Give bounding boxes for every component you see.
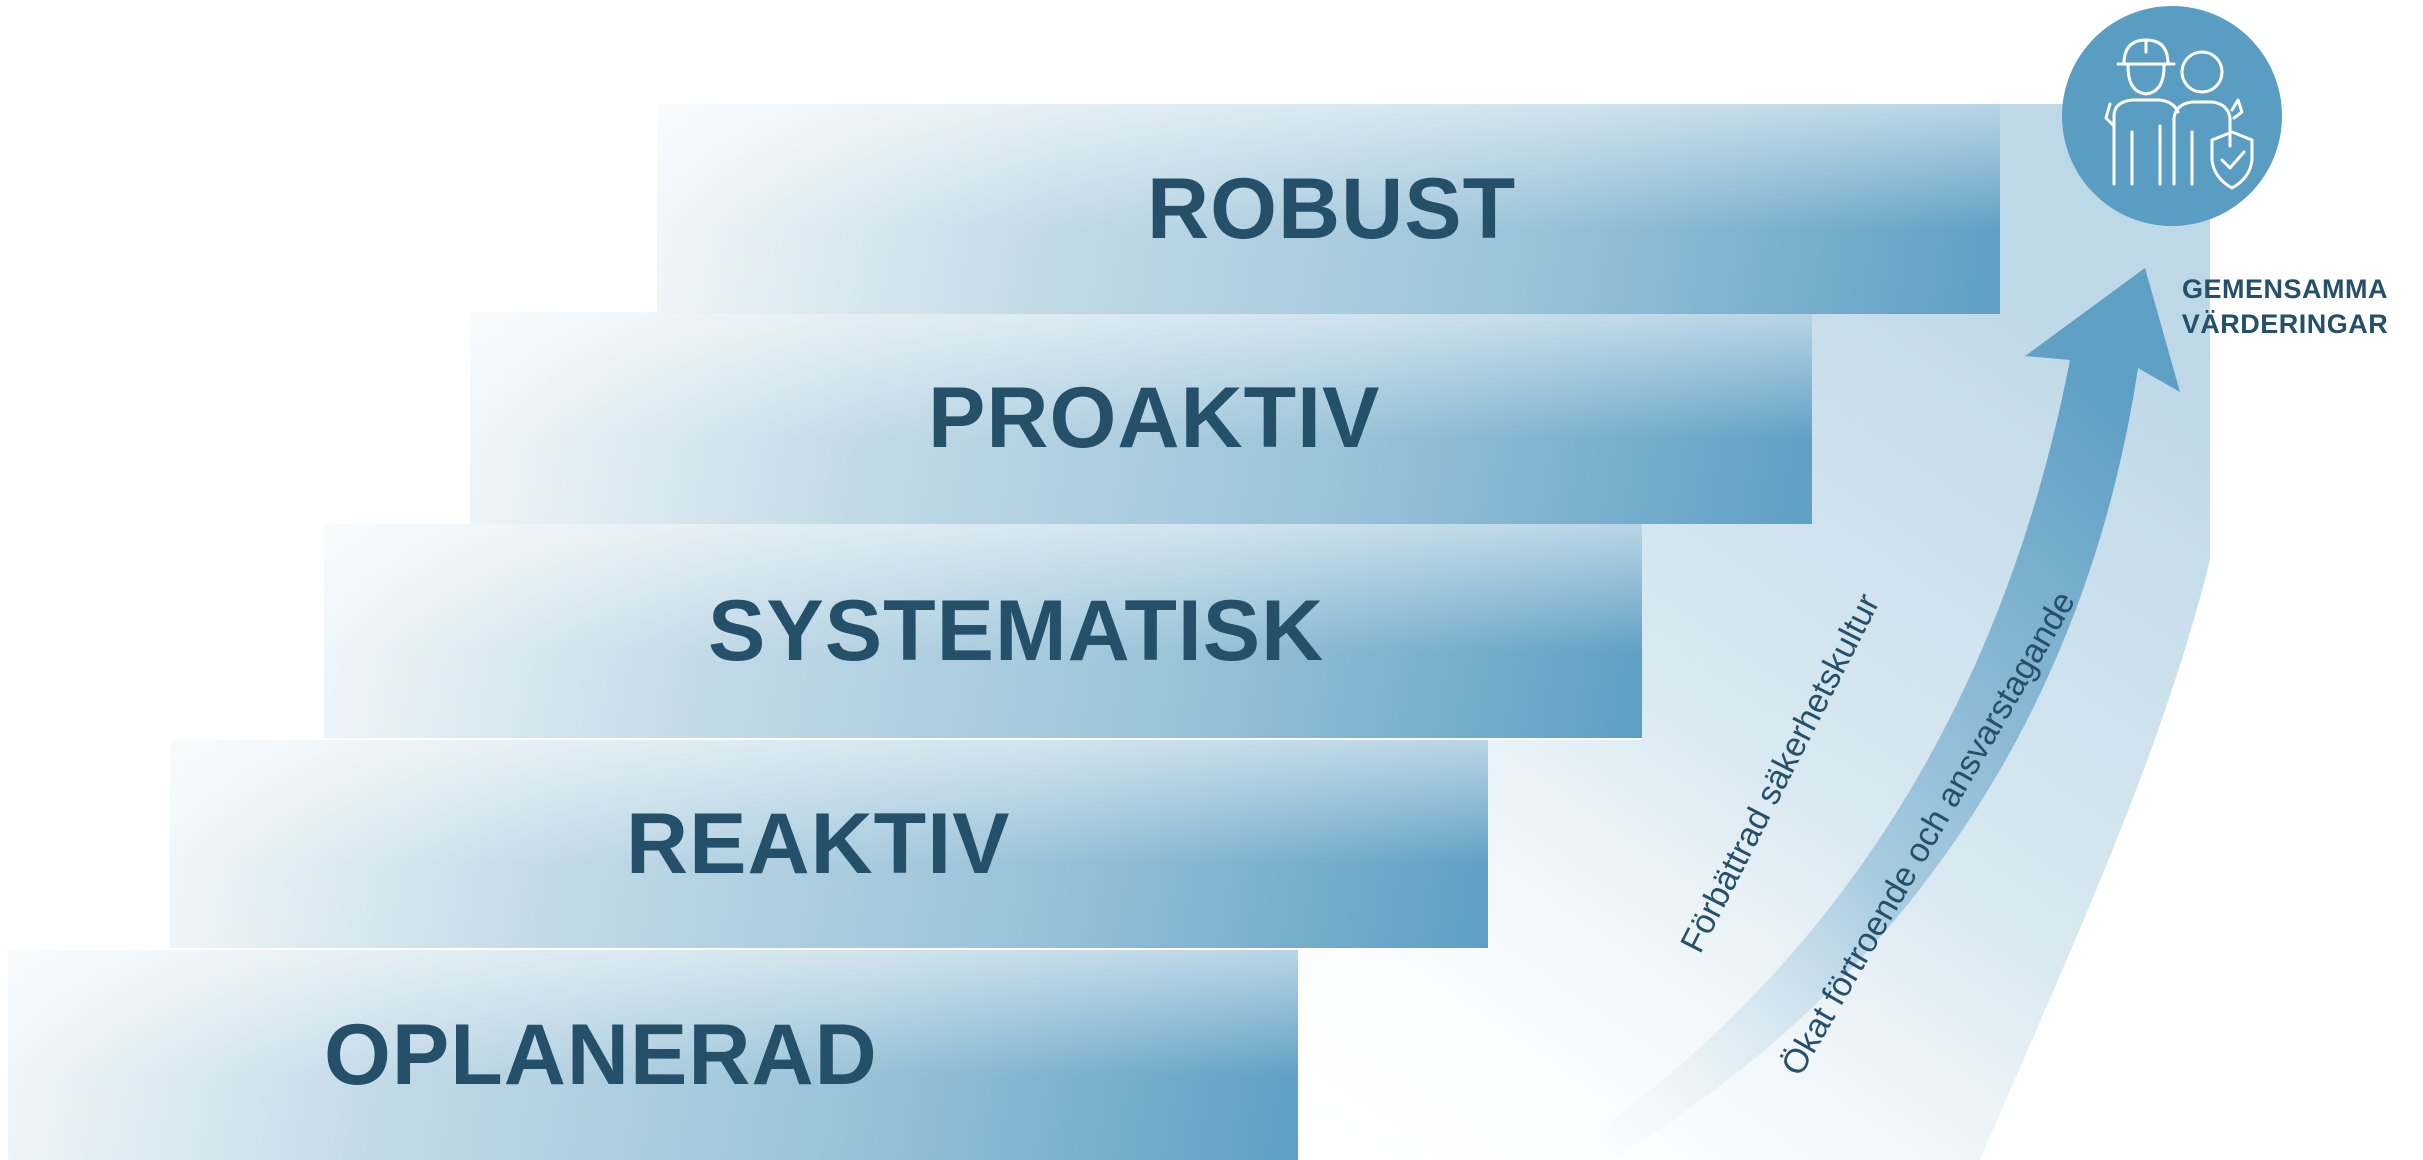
arrow-shape <box>1555 268 2180 1160</box>
step-reaktiv: REAKTIV <box>170 740 1488 948</box>
shared-values-line2: VÄRDERINGAR <box>2181 309 2389 340</box>
step-proaktiv: PROAKTIV <box>470 312 1812 524</box>
step-label-systematisk: SYSTEMATISK <box>708 582 1325 679</box>
two-workers-shield-icon <box>2062 6 2282 226</box>
arrow-inner-label: Förbättrad säkerhetskultur <box>1673 588 1887 959</box>
step-label-proaktiv: PROAKTIV <box>928 369 1381 466</box>
step-robust: ROBUST <box>657 104 2000 314</box>
step-label-reaktiv: REAKTIV <box>626 795 1011 892</box>
step-label-robust: ROBUST <box>1147 160 1517 257</box>
shared-values-line1: GEMENSAMMA <box>2182 274 2388 304</box>
background-wedge <box>1296 104 2210 1160</box>
step-label-oplanerad: OPLANERAD <box>324 1006 878 1103</box>
shared-values-label: GEMENSAMMA VÄRDERINGAR <box>2160 272 2410 342</box>
step-systematisk: SYSTEMATISK <box>324 524 1642 738</box>
step-oplanerad: OPLANERAD <box>8 950 1298 1160</box>
